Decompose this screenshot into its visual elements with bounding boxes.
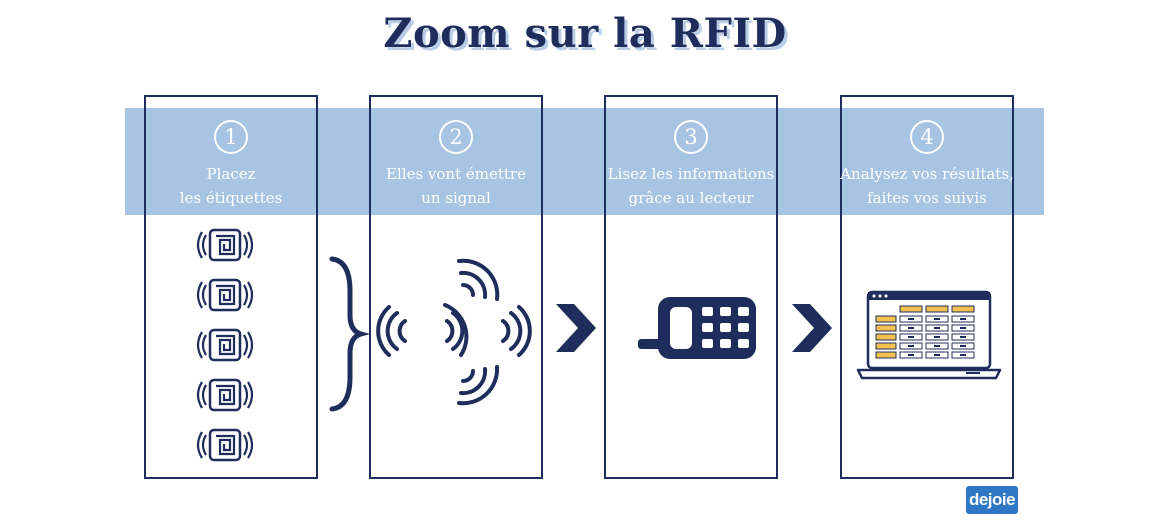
step-2-label-line2: un signal — [421, 189, 491, 207]
signal-wave-top — [457, 258, 500, 301]
signal-waves-icon — [376, 258, 532, 406]
laptop-spreadsheet-icon — [856, 290, 1002, 380]
signal-wave-bottom — [457, 365, 500, 406]
step-3-panel — [604, 95, 778, 479]
step-3-label-line1: Lisez les informations — [607, 165, 775, 183]
step-3-label: Lisez les informations grâce au lecteur — [591, 162, 791, 210]
step-2-panel — [369, 95, 543, 479]
step-1-panel — [144, 95, 318, 479]
step-4-label: Analysez vos résultats, faites vos suivi… — [827, 162, 1027, 210]
step-2-label-line1: Elles vont émettre — [386, 165, 526, 183]
rfid-tag-icon — [196, 278, 254, 312]
step-2-label: Elles vont émettre un signal — [356, 162, 556, 210]
rfid-tag-icon — [196, 378, 254, 412]
chevron-right-icon — [556, 304, 596, 352]
dejoie-logo: dejoie — [966, 486, 1018, 514]
step-1-label-line1: Placez — [206, 165, 256, 183]
step-3-label-line2: grâce au lecteur — [628, 189, 754, 207]
chevron-right-icon — [792, 304, 832, 352]
page-title: Zoom sur la RFID — [383, 10, 787, 57]
step-1-label-line2: les étiquettes — [179, 189, 283, 207]
signal-wave-left — [376, 305, 407, 357]
step-4-label-line1: Analysez vos résultats, — [840, 165, 1014, 183]
rfid-tag-icon — [196, 228, 254, 262]
step-1-number: 1 — [214, 120, 248, 154]
label-band — [125, 108, 1044, 215]
step-1-label: Placez les étiquettes — [131, 162, 331, 210]
rfid-tag-icon — [196, 428, 254, 462]
curly-brace-icon — [329, 256, 371, 412]
step-4-label-line2: faites vos suivis — [867, 189, 987, 207]
rfid-tags-icon — [196, 228, 254, 462]
signal-wave-center — [443, 303, 469, 357]
step-3-number: 3 — [674, 120, 708, 154]
signal-wave-right — [501, 305, 532, 357]
rfid-reader-icon — [638, 297, 756, 359]
step-4-panel — [840, 95, 1014, 479]
step-2-number: 2 — [439, 120, 473, 154]
step-4-number: 4 — [910, 120, 944, 154]
rfid-tag-icon — [196, 328, 254, 362]
